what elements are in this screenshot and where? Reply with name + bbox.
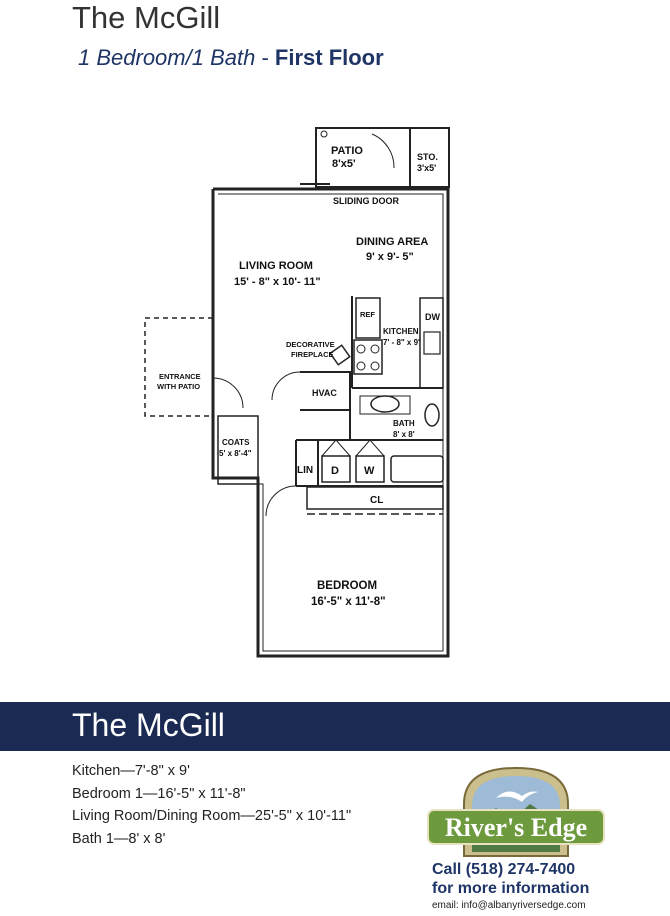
entrance-patio-outline [144, 317, 213, 417]
label-hvac: HVAC [312, 388, 337, 398]
floor-plan: PATIO 8'x5' STO. 3'x5' SLIDING DOOR DINI… [144, 127, 450, 658]
spec-living-dining: Living Room/Dining Room—25'-5" x 10'-11" [72, 808, 352, 824]
patio-wall [315, 127, 450, 188]
label-kitchen-dim: 7' - 8" x 9' [383, 338, 420, 347]
dryer [321, 455, 351, 483]
label-coats-dim: 5' x 8'-4" [219, 449, 252, 458]
refrigerator [355, 297, 381, 339]
label-sliding-door: SLIDING DOOR [333, 196, 400, 206]
label-patio-dim: 8'x5' [332, 158, 356, 170]
contact-more-info: for more information [432, 880, 590, 897]
label-dining-dim: 9' x 9'- 5" [366, 251, 414, 263]
label-living: LIVING ROOM [239, 260, 313, 272]
kitchen-sink [423, 331, 441, 355]
entrance-door [212, 377, 244, 409]
label-dining: DINING AREA [356, 236, 428, 248]
label-bath: BATH [393, 419, 415, 428]
label-dw: DW [425, 312, 440, 322]
label-living-dim: 15' - 8" x 10'- 11" [234, 276, 321, 288]
spec-bedroom: Bedroom 1—16'-5" x 11'-8" [72, 785, 246, 802]
label-bath-dim: 8' x 8' [393, 430, 415, 439]
label-fireplace-2: FIREPLACE [291, 350, 334, 359]
fireplace [329, 344, 351, 366]
contact-email: email: info@albanyriversedge.com [432, 900, 586, 911]
label-dryer: D [331, 465, 339, 477]
stove [353, 339, 383, 375]
label-entrance-2: WITH PATIO [157, 382, 200, 391]
label-linen: LIN [297, 465, 313, 476]
subtitle-separator: - [255, 45, 275, 70]
hvac-door [271, 371, 301, 401]
page-subtitle: 1 Bedroom/1 Bath - First Floor [78, 45, 384, 71]
label-storage-dim: 3'x5' [417, 163, 436, 173]
rivers-edge-logo: River's Edge [427, 766, 605, 857]
logo-text: River's Edge [445, 813, 587, 842]
subtitle-floor: First Floor [274, 45, 384, 70]
coats-closet [217, 415, 259, 485]
label-bedroom: BEDROOM [317, 580, 377, 592]
label-storage: STO. [417, 152, 438, 162]
washer [355, 455, 385, 483]
label-washer: W [364, 465, 375, 477]
room-dimensions-list: Kitchen—7'-8" x 9' Bedroom 1—16'-5" x 11… [72, 760, 351, 850]
bedroom-closet [306, 486, 444, 510]
patio-door [371, 133, 395, 169]
label-ref: REF [360, 310, 375, 319]
spec-kitchen: Kitchen—7'-8" x 9' [72, 763, 190, 779]
label-patio: PATIO [331, 145, 363, 157]
banner-title: The McGill [72, 707, 225, 743]
bathtub [390, 455, 444, 483]
label-kitchen: KITCHEN [383, 327, 419, 336]
spec-bath: Bath 1—8' x 8' [72, 830, 166, 847]
toilet [424, 403, 440, 427]
title-banner: The McGill [0, 702, 670, 751]
label-entrance-1: ENTRANCE [159, 372, 201, 381]
exterior-wall [211, 187, 450, 658]
hvac-closet [300, 371, 351, 411]
label-bedroom-dim: 16'-5" x 11'-8" [311, 596, 386, 608]
subtitle-unit-type: 1 Bedroom/1 Bath [78, 45, 256, 70]
label-coats: COATS [222, 438, 250, 447]
label-closet: CL [370, 495, 383, 506]
bedroom-door [265, 485, 297, 517]
contact-info: Call (518) 274-7400 for more information… [432, 860, 612, 913]
bird-icon [496, 791, 538, 802]
label-fireplace-1: DECORATIVE [286, 340, 335, 349]
bath-sink [370, 395, 400, 413]
page-title: The McGill [72, 0, 221, 35]
contact-phone: Call (518) 274-7400 [432, 861, 576, 878]
